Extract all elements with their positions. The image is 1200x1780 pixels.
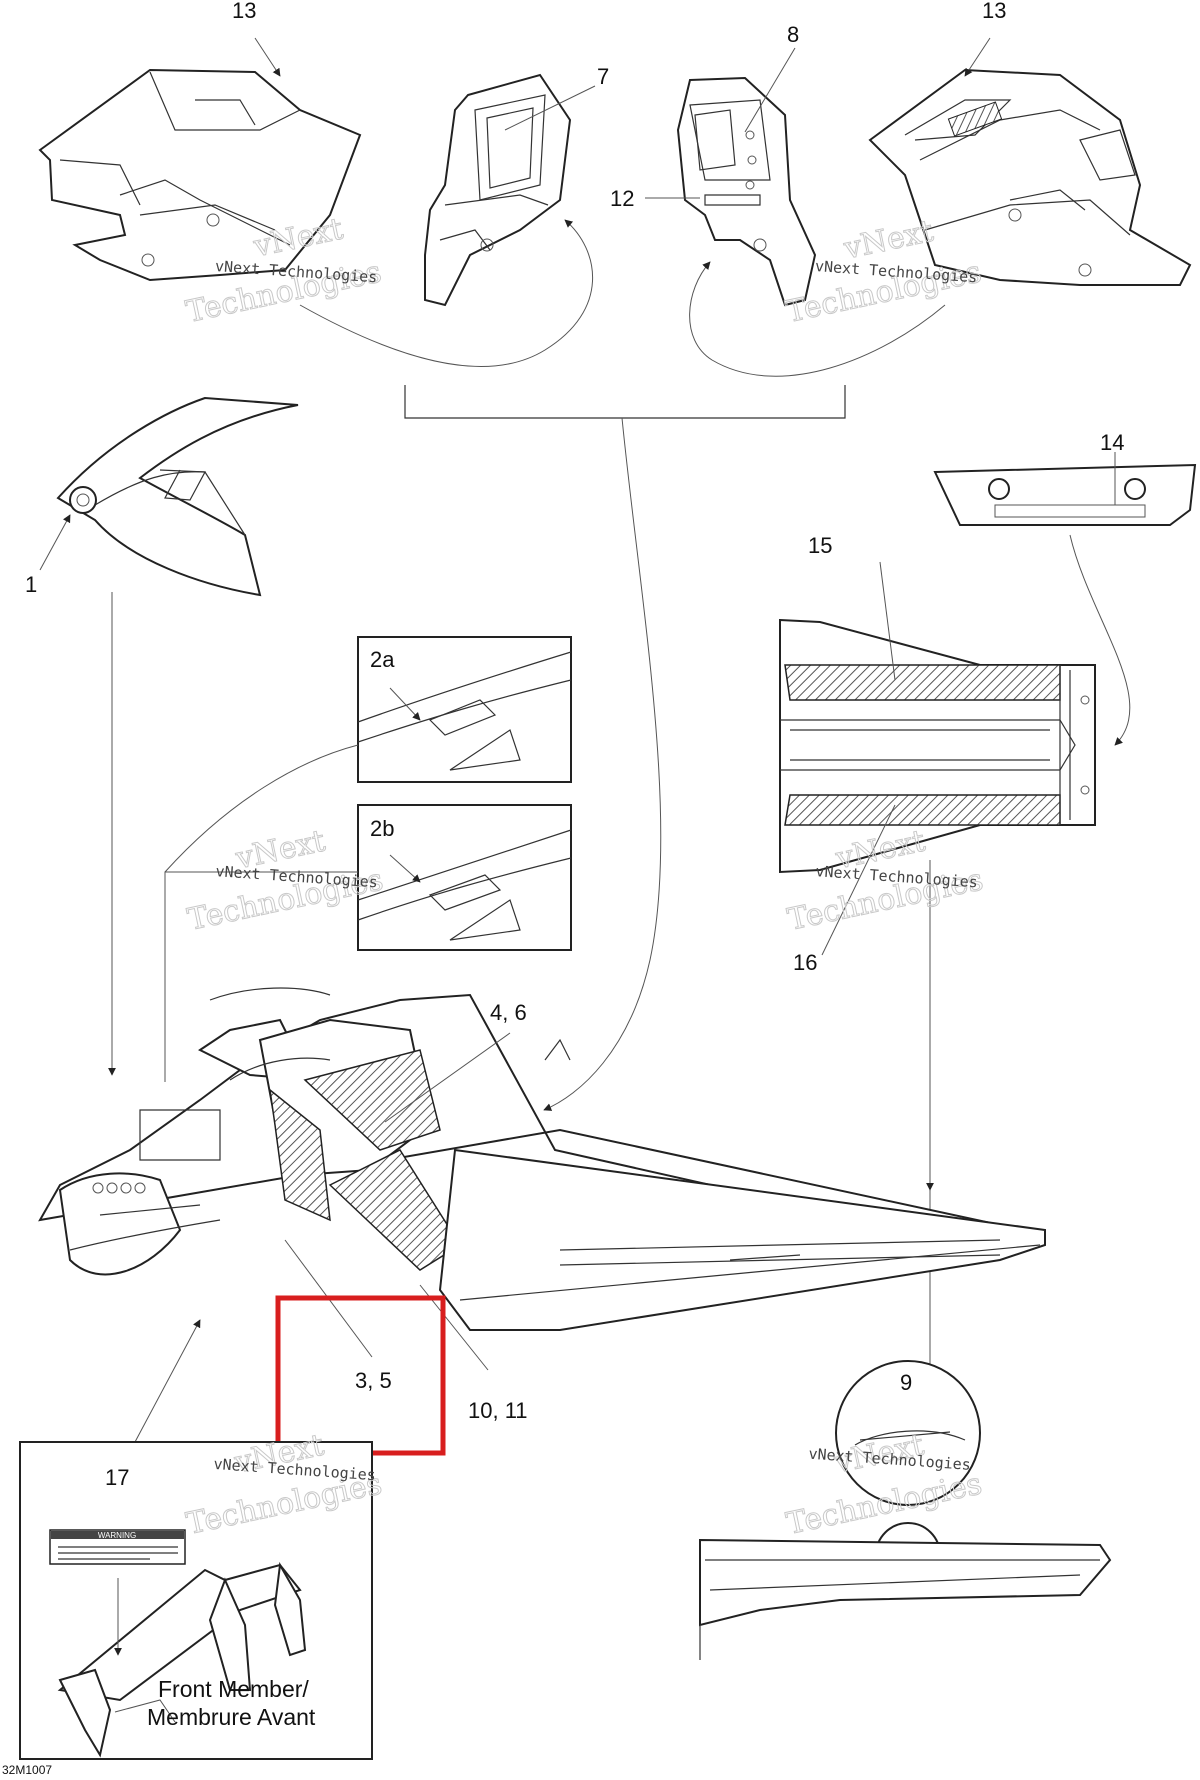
callout-13-left: 13 [232,0,256,23]
caption-line-2: Membrure Avant [147,1704,316,1730]
front-member-inset [19,1441,373,1760]
warning-label-text: WARNING [98,1531,136,1540]
callout-17: 17 [105,1465,129,1490]
callout-1: 1 [25,572,37,597]
tunnel-top-view [779,618,1096,874]
callout-12: 12 [610,186,634,211]
hood-nose-panel [56,396,299,597]
callout-7: 7 [597,64,609,89]
side-panel-right [868,68,1192,286]
console-cover-right [676,76,817,307]
callout-13-right: 13 [982,0,1006,23]
callout-8: 8 [787,22,799,47]
rear-bumper [933,463,1197,526]
callout-10-11: 10, 11 [468,1398,528,1423]
callout-9: 9 [900,1370,912,1395]
callout-2a: 2a [370,647,395,672]
console-cover-left [424,73,572,307]
caption-line-1: Front Member/ [158,1676,309,1702]
snowmobile-body [38,987,1046,1331]
callout-2b: 2b [370,816,394,841]
callout-14: 14 [1100,430,1124,455]
drawing-code: 32M1007 [2,1763,52,1777]
detail-box-2a [357,636,572,783]
callout-16: 16 [793,950,817,975]
callout-15: 15 [808,533,832,558]
callout-4-6: 4, 6 [490,1000,527,1025]
svg-text:vNext: vNext [840,214,936,267]
callout-3-5: 3, 5 [355,1368,392,1393]
detail-box-2b [357,804,572,951]
tunnel-side-view [699,1538,1112,1660]
side-panel-left [38,68,362,282]
